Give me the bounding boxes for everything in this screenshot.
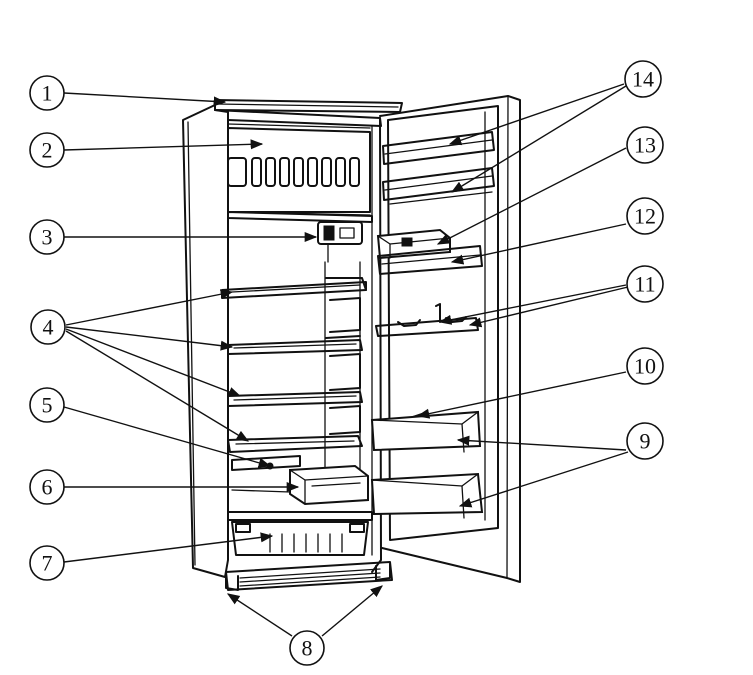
callout-9: 9 [626, 422, 664, 460]
svg-text:11: 11 [634, 272, 655, 297]
callout-13: 13 [626, 126, 664, 164]
callout-12: 12 [626, 197, 664, 235]
callout-11: 11 [626, 265, 664, 303]
fridge-cabinet [182, 99, 403, 591]
callout-5: 5 [29, 387, 65, 423]
crisper-ribs [269, 533, 343, 553]
door-outer [379, 95, 521, 583]
callout-7: 7 [29, 545, 65, 581]
svg-text:14: 14 [632, 67, 654, 92]
svg-text:8: 8 [302, 636, 313, 661]
callout-4: 4 [30, 309, 66, 345]
egg-rack [375, 303, 479, 337]
svg-text:6: 6 [42, 475, 53, 500]
door-upper-shelves [382, 131, 495, 205]
callout-3: 3 [29, 219, 65, 255]
svg-text:5: 5 [42, 393, 53, 418]
fridge-door [370, 95, 521, 583]
freezer-vent-slots [227, 157, 360, 187]
svg-text:4: 4 [43, 315, 54, 340]
svg-text:3: 3 [42, 225, 53, 250]
callout-6: 6 [29, 469, 65, 505]
grille-slats [239, 568, 381, 587]
svg-text:12: 12 [634, 204, 656, 229]
shelf-3 [227, 391, 363, 407]
cabinet-left-wall [182, 104, 229, 578]
callout-2: 2 [29, 132, 65, 168]
svg-text:7: 7 [42, 551, 53, 576]
svg-text:9: 9 [640, 429, 651, 454]
callout-1: 1 [29, 75, 65, 111]
shelf-2 [227, 335, 363, 355]
freezer-compartment [227, 127, 373, 223]
crisper-tray [227, 511, 373, 556]
thermostat-housing [317, 221, 363, 263]
shelf-4 [227, 435, 363, 453]
glass-shelves [221, 277, 367, 453]
leader-lines [63, 83, 629, 637]
callout-10: 10 [626, 347, 664, 385]
svg-text:13: 13 [634, 133, 656, 158]
svg-text:2: 2 [42, 138, 53, 163]
door-lower-bins [370, 410, 484, 519]
svg-text:1: 1 [42, 81, 53, 106]
callout-14: 14 [624, 60, 662, 98]
shelf-1 [221, 277, 367, 299]
base-grille [225, 561, 393, 591]
callout-8: 8 [289, 630, 325, 666]
svg-text:10: 10 [634, 354, 656, 379]
storage-box [289, 464, 369, 506]
